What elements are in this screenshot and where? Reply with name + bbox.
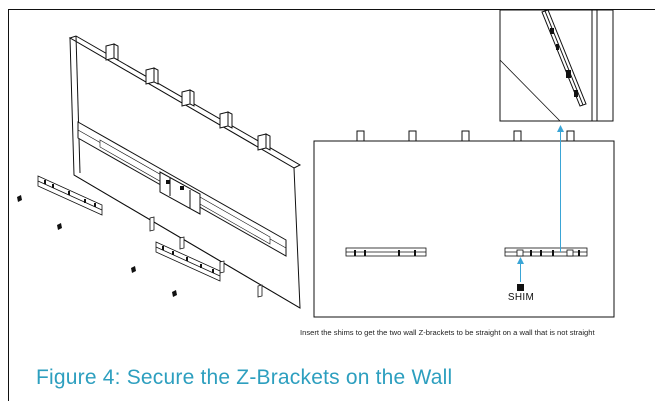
leader-lines <box>517 125 564 282</box>
shim-leader-arrowhead <box>517 257 524 264</box>
detail-inset <box>499 9 614 122</box>
detail-inset-frame <box>499 9 614 122</box>
isometric-display-illustration <box>37 35 302 309</box>
shim-icon <box>517 284 524 291</box>
right-z-bracket <box>155 241 221 282</box>
front-view-right-bracket <box>504 247 588 257</box>
shim-label: SHIM <box>507 292 535 303</box>
bottom-tabs <box>149 216 263 298</box>
detail-bracket <box>541 9 587 107</box>
wall-anchors <box>17 195 177 297</box>
front-view-panel <box>313 140 615 318</box>
front-view-left-bracket <box>345 247 427 257</box>
display-front-face <box>69 37 301 309</box>
left-z-bracket <box>37 175 103 216</box>
figure-title: Figure 4: Secure the Z-Brackets on the W… <box>36 366 453 389</box>
detail-leader-arrowhead <box>557 125 564 132</box>
top-mounting-tabs <box>105 43 271 151</box>
front-view-top-tabs <box>356 130 575 142</box>
caption-note: Insert the shims to get the two wall Z-b… <box>300 328 595 337</box>
display-back-edge <box>75 35 81 174</box>
front-view-display <box>313 130 615 318</box>
